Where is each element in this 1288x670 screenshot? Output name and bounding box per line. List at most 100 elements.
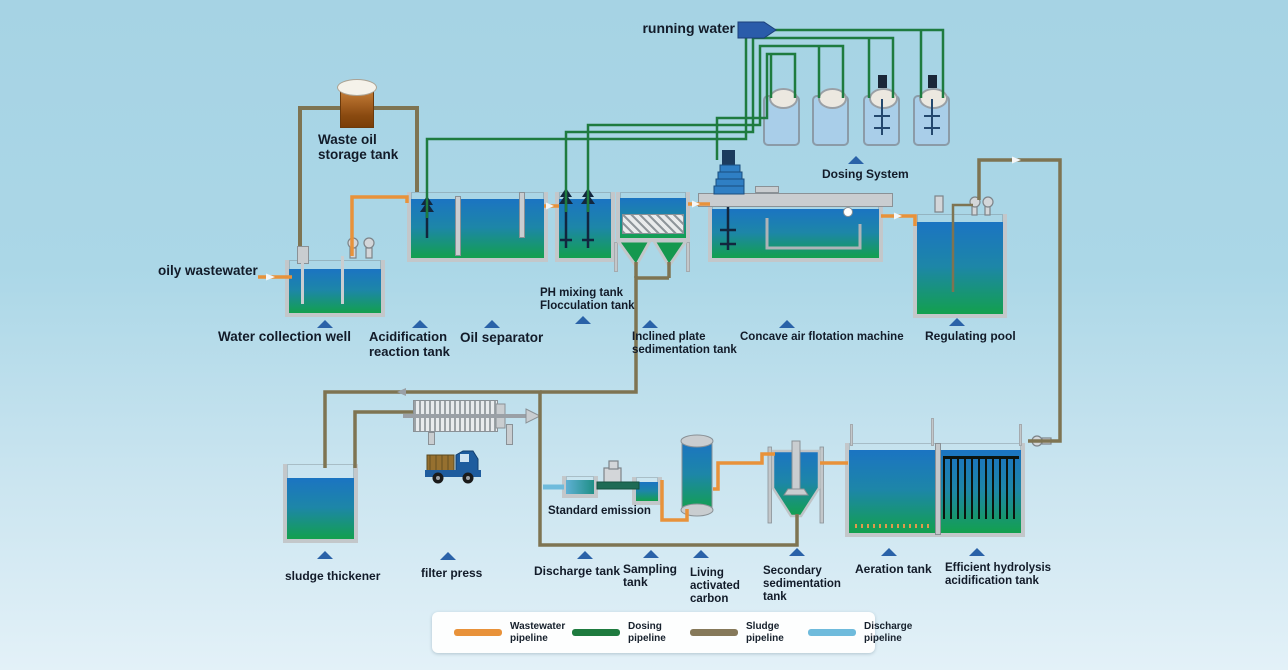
label-waste-oil-storage-tank: Waste oil storage tank	[318, 132, 399, 163]
inclined-post-right	[686, 242, 690, 272]
label-discharge-tank: Discharge tank	[534, 564, 621, 578]
flotation-water	[712, 209, 879, 258]
inclined-plates	[622, 214, 684, 234]
pointer-icon	[643, 550, 659, 558]
pointer-icon	[848, 156, 864, 164]
truck	[425, 450, 481, 484]
label-ph-mixing-tank: PH mixing tank	[540, 287, 624, 299]
label-filter-press: filter press	[421, 566, 483, 580]
inclined-funnels	[615, 239, 689, 269]
basin-divider	[455, 196, 461, 256]
label-running-water: running water	[642, 20, 735, 36]
pointer-icon	[575, 316, 591, 324]
legend-label: Dosing pipeline	[628, 621, 666, 644]
well-pipe	[301, 262, 304, 304]
legend-item-discharge: Discharge pipeline	[808, 621, 926, 644]
dosing-tank-dome	[869, 88, 898, 109]
mixer-shaft	[881, 99, 883, 135]
label-regulating-pool: Regulating pool	[925, 329, 1016, 343]
dosing-tank-dome	[818, 88, 847, 109]
pointer-icon	[412, 320, 428, 328]
filter-press-body	[413, 400, 498, 432]
discharge-tank	[562, 476, 598, 498]
legend-label: Discharge pipeline	[864, 621, 913, 644]
aeration-post-mid	[931, 418, 934, 446]
legend-item-sludge: Sludge pipeline	[690, 621, 808, 644]
label-water-collection-well: Water collection well	[218, 329, 352, 344]
sampling-water	[636, 482, 658, 501]
dosing-tank-dome	[919, 88, 948, 109]
dosing-tank-3	[863, 75, 900, 146]
label-standard-emission: Standard emission	[548, 505, 651, 517]
pointer-icon	[693, 550, 709, 558]
dosing-tank-1	[763, 88, 800, 146]
legend-label: Wastewater pipeline	[510, 621, 566, 644]
mixer-paddle	[874, 115, 890, 117]
aeration-midwall	[935, 443, 941, 535]
label-aeration-tank: Aeration tank	[855, 562, 932, 576]
label-oily-wastewater: oily wastewater	[158, 263, 258, 278]
pointer-icon	[484, 320, 500, 328]
label-inclined-plate-sedimentation-tank: Inclined plate sedimentation tank	[632, 331, 737, 356]
activated-carbon-column	[680, 434, 714, 517]
pointer-icon	[949, 318, 965, 326]
flotation-lid-handle	[755, 186, 779, 193]
filter-press-leg	[506, 424, 513, 445]
discharge-pipeline-swatch	[808, 629, 856, 636]
dosing-tank-2	[812, 88, 849, 146]
pointer-icon	[577, 551, 593, 559]
mixer-paddle	[874, 127, 890, 129]
ph-mixing-flocculation-tank	[555, 192, 615, 262]
label-secondary-sedimentation-tank: Secondary sedimentation tank	[763, 565, 841, 603]
pointer-icon	[881, 548, 897, 556]
pointer-icon	[642, 320, 658, 328]
mixer-paddle	[924, 115, 940, 117]
label-flocculation-tank: Flocculation tank	[540, 300, 635, 312]
aeration-hydrolysis-tank	[845, 443, 1025, 537]
label-sludge-thickener: sludge thickener	[285, 569, 381, 583]
label-acidification-reaction-tank: Acidification reaction tank	[369, 329, 450, 359]
acidification-oil-separator-basin	[407, 192, 548, 262]
dosing-tank-4	[913, 75, 950, 146]
flotation-lid	[698, 193, 893, 207]
sludge-pipeline-swatch	[690, 629, 738, 636]
pointer-icon	[440, 552, 456, 560]
pointer-icon	[779, 320, 795, 328]
water-collection-well-tank	[285, 246, 385, 317]
label-living-activated-carbon: Living activated carbon	[690, 567, 740, 605]
label-efficient-hydrolysis-acidification-tank: Efficient hydrolysis acidification tank	[945, 562, 1052, 587]
mixer-shaft	[931, 99, 933, 135]
inclined-post-left	[614, 242, 618, 272]
legend: Wastewater pipeline Dosing pipeline Slud…	[432, 612, 912, 653]
regulating-pool-tank	[913, 214, 1007, 318]
label-sampling-tank: Sampling tank	[623, 562, 678, 590]
mixer-motor	[878, 75, 887, 88]
ph-water	[559, 199, 611, 258]
secondary-sedimentation-tank	[767, 440, 824, 524]
sludge-thickener-tank	[283, 464, 358, 543]
legend-item-wastewater: Wastewater pipeline	[454, 621, 572, 644]
well-water	[289, 269, 381, 313]
running-water-arrow-icon	[737, 21, 777, 39]
wastewater-pipeline-swatch	[454, 629, 502, 636]
mixer-motor	[928, 75, 937, 88]
mixer-paddle	[924, 127, 940, 129]
pointer-icon	[317, 320, 333, 328]
label-concave-air-flotation-machine: Concave air flotation machine	[740, 331, 904, 343]
pointer-icon	[969, 548, 985, 556]
legend-label: Sludge pipeline	[746, 621, 784, 644]
dosing-tank-dome	[769, 88, 798, 109]
separator-baffle	[519, 192, 525, 238]
hydrolysis-media	[943, 459, 1019, 519]
well-pipe-2	[341, 256, 344, 304]
hydrolysis-media-bar	[943, 456, 1019, 459]
aeration-post-left	[850, 424, 853, 446]
aeration-post-right	[1019, 424, 1022, 446]
legend-item-dosing: Dosing pipeline	[572, 621, 690, 644]
inclined-plate-sedimentation-tank	[616, 192, 690, 242]
air-flotation-tank	[708, 206, 883, 262]
label-oil-separator: Oil separator	[460, 330, 544, 345]
filter-press-leg	[428, 432, 435, 445]
pool-water	[917, 222, 1003, 314]
